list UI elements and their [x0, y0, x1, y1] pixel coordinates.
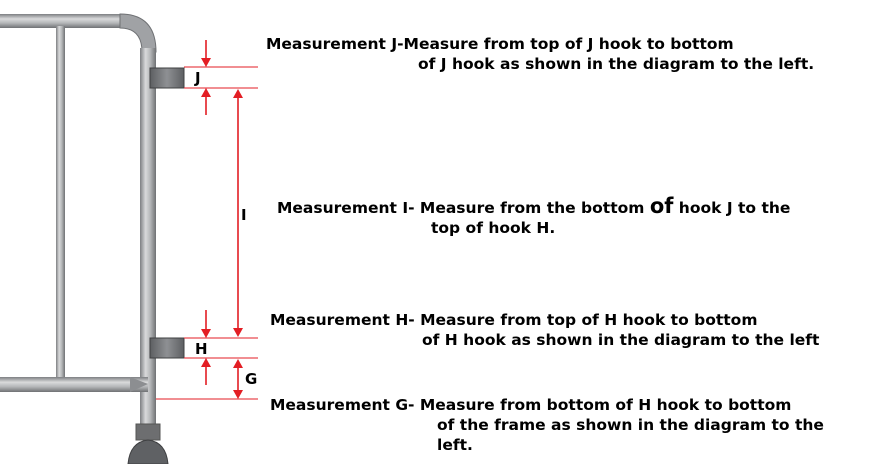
dimension-label-i: I: [241, 206, 247, 224]
dimension-label-g: G: [245, 370, 257, 388]
measurement-i-text: Measurement I- Measure from the bottom o…: [277, 196, 790, 238]
measurement-h-line2: of H hook as shown in the diagram to the…: [422, 331, 820, 349]
top-rail: [0, 14, 124, 28]
dimension-label-j: J: [194, 69, 201, 87]
measurement-h-line1: Measurement H- Measure from top of H hoo…: [270, 311, 758, 329]
measurement-i-line1-of: of: [649, 194, 674, 218]
bottom-rail-end: [130, 377, 148, 392]
bottom-rail: [0, 377, 148, 392]
reference-lines: [156, 66, 258, 400]
measurement-i-line1-pre: Measurement I- Measure from the bottom: [277, 199, 650, 217]
measurement-g-line2: of the frame as shown in the diagram to …: [437, 416, 824, 434]
dimension-i: [233, 89, 243, 337]
top-corner-bend: [119, 13, 157, 53]
measurement-g-line3: left.: [437, 436, 473, 454]
dimension-g: [233, 359, 243, 399]
measurement-h-text: Measurement H- Measure from top of H hoo…: [270, 310, 819, 350]
measurement-g-text: Measurement G- Measure from bottom of H …: [270, 395, 824, 455]
hook-j: [149, 67, 185, 89]
dimension-label-h: H: [195, 340, 208, 358]
dimension-j: [201, 40, 211, 115]
inner-upright: [56, 26, 65, 386]
dimension-h: [201, 310, 211, 385]
measurement-i-line2: top of hook H.: [431, 219, 556, 237]
measurement-j-text: Measurement J-Measure from top of J hook…: [266, 34, 814, 74]
measurement-i-line1-post: hook J to the: [673, 199, 791, 217]
measurement-j-line1: Measurement J-Measure from top of J hook…: [266, 35, 734, 53]
measurement-j-line2: of J hook as shown in the diagram to the…: [418, 55, 815, 73]
leg-collar: [135, 423, 161, 441]
lower-leg: [140, 396, 156, 426]
measurement-g-line1: Measurement G- Measure from bottom of H …: [270, 396, 792, 414]
main-post: [140, 48, 156, 398]
foot: [127, 439, 169, 464]
hook-h: [149, 337, 185, 359]
barricade-frame: [0, 13, 169, 464]
